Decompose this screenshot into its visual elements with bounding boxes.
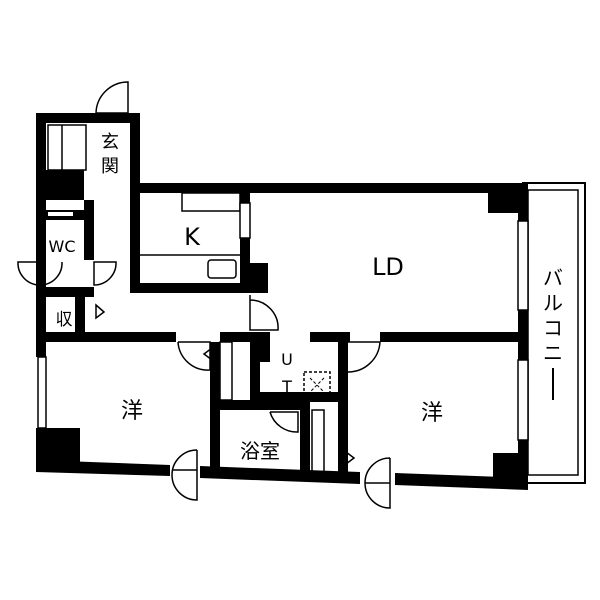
label-western-2: 洋 (421, 401, 443, 426)
label-ut-u: U (281, 350, 293, 369)
label-storage: 収 (56, 310, 73, 330)
label-balcony: バ ル コ ニ (543, 266, 563, 400)
shoe-cabinet (47, 124, 87, 171)
svg-text:バ: バ (543, 266, 563, 290)
label-bath: 浴室 (240, 439, 280, 463)
kitchen-counter (140, 192, 241, 279)
windows (37, 202, 529, 441)
walls (36, 113, 528, 490)
label-wc: WC (49, 237, 76, 256)
closet-markers (95, 303, 356, 476)
svg-text:コ: コ (543, 316, 563, 340)
washer-space (303, 371, 331, 399)
label-ld: LD (372, 253, 404, 281)
washer-x-icon (309, 377, 325, 393)
svg-text:ニ: ニ (543, 341, 563, 365)
label-genkan-1: 玄 (101, 132, 119, 153)
doors (17, 81, 391, 509)
wc-window (48, 212, 73, 216)
label-genkan-2: 関 (101, 156, 119, 177)
label-ut-t: T (281, 377, 292, 396)
label-western-1: 洋 (121, 399, 143, 424)
label-kitchen: K (184, 223, 201, 251)
svg-text:ル: ル (543, 291, 563, 315)
